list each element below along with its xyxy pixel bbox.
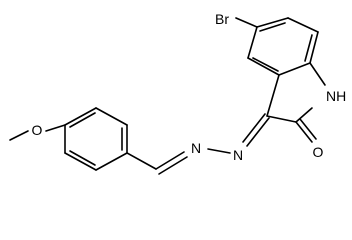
- ring-bond: [64, 107, 97, 126]
- bromo-substituent: [235, 17, 258, 28]
- lactam-ring: [266, 62, 326, 143]
- ring-bond: [247, 26, 258, 59]
- molecule-drawing: Br NH O O N N: [9, 11, 346, 175]
- ring-inner-bond: [69, 150, 96, 166]
- methoxy-bond: [45, 124, 66, 132]
- ring-bond: [309, 62, 326, 86]
- ring-bond: [309, 31, 319, 64]
- benzyl-bond: [126, 152, 157, 170]
- ring-bond: [256, 17, 289, 28]
- imine-nitrogen-2-label: N: [233, 147, 243, 163]
- n-n-bond: [207, 148, 231, 154]
- ch-n-double-bond: [158, 156, 188, 175]
- bromine-atom-label: Br: [215, 11, 229, 27]
- nh-atom-label: NH: [326, 88, 346, 104]
- ring-inner-bond: [259, 22, 286, 32]
- ring-bond: [95, 107, 128, 126]
- ring-bond: [295, 107, 313, 123]
- ring-bond: [247, 57, 280, 76]
- carbonyl-double-bond: [295, 121, 313, 143]
- ring-inner-bond: [69, 112, 96, 128]
- methyl-bond: [9, 130, 29, 141]
- structure-canvas: Br NH O O N N: [9, 11, 346, 175]
- imine-nitrogen-1-label: N: [191, 140, 201, 156]
- n-c-double-bond: [246, 117, 270, 147]
- benzo-ring: [247, 17, 319, 76]
- ring-bond: [266, 115, 297, 123]
- ch-n-double-bond: [155, 151, 185, 170]
- ring-bond: [95, 152, 128, 171]
- carbonyl-double-bond: [299, 118, 317, 140]
- ring-inner-bond: [252, 57, 279, 72]
- ring-bond: [278, 62, 311, 76]
- ring-inner-bond: [304, 34, 313, 62]
- azine-linker: [126, 113, 270, 175]
- c-br-bond: [235, 17, 258, 28]
- ring-bond: [266, 74, 280, 117]
- methoxy-group: [9, 124, 66, 141]
- carbonyl-oxygen-label: O: [313, 144, 324, 160]
- methoxy-oxygen-label: O: [32, 122, 43, 138]
- n-c-double-bond: [242, 113, 266, 143]
- ring-bond: [64, 152, 97, 171]
- ring-bond: [287, 17, 319, 33]
- methoxyphenyl-ring: [64, 107, 128, 171]
